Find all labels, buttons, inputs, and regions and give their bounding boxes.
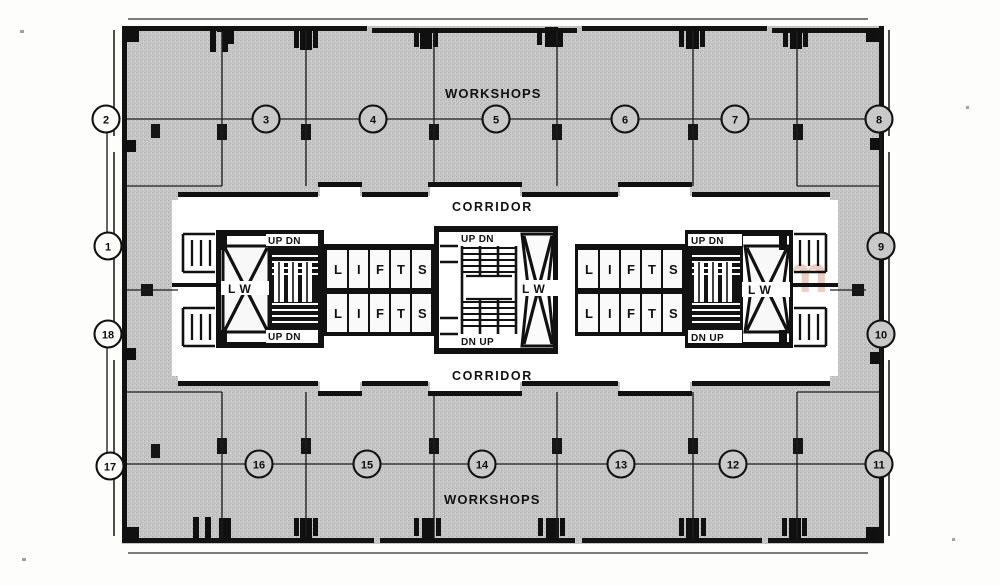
svg-text:L: L (334, 306, 342, 321)
grid-bubble-12: 12 (718, 449, 748, 479)
label-workshops-bottom: WORKSHOPS (444, 492, 541, 507)
lobby-left-fins (190, 240, 212, 340)
lobby-left-services (181, 232, 215, 348)
lobby-left-duct (219, 236, 227, 343)
stair-label-right-top: UP DN (691, 236, 724, 247)
svg-text:L: L (585, 306, 593, 321)
svg-text:7: 7 (732, 115, 738, 127)
grid-bubble-1: 1 (93, 231, 123, 261)
core-left: L W (172, 230, 324, 348)
svg-text:T: T (397, 262, 405, 277)
lift-label-left-upper: L I F T S (334, 262, 427, 277)
grid-bubble-18: 18 (93, 319, 123, 349)
svg-text:12: 12 (727, 460, 739, 472)
stair-label-left-bottom: UP DN (268, 332, 301, 343)
lobby-right-duct (779, 236, 787, 343)
lightwell-label-left: L W (228, 282, 251, 296)
svg-text:13: 13 (615, 460, 627, 472)
svg-text:S: S (418, 262, 427, 277)
lift-bank-left: L I F T S L I F T S (324, 244, 466, 336)
lift-label-right-upper: L I F T S (585, 262, 678, 277)
svg-text:F: F (376, 306, 384, 321)
room-labels: WORKSHOPS WORKSHOPS CORRIDOR CORRIDOR (444, 86, 542, 507)
label-corridor-bottom: CORRIDOR (452, 369, 533, 383)
lift-bank-right: L I F T S L I F T S (575, 244, 685, 336)
core-center-left-stubs (440, 244, 458, 336)
svg-text:8: 8 (876, 115, 882, 127)
stair-treads-center (462, 246, 516, 328)
label-corridor-top: CORRIDOR (452, 200, 533, 214)
svg-text:S: S (418, 306, 427, 321)
svg-text:S: S (669, 306, 678, 321)
svg-text:F: F (627, 306, 635, 321)
grid-bubble-15: 15 (352, 449, 382, 479)
svg-text:L: L (334, 262, 342, 277)
svg-text:S: S (669, 262, 678, 277)
core-band-outline (178, 182, 830, 396)
svg-text:16: 16 (253, 460, 265, 472)
lightwell-label-center: L W (522, 282, 545, 296)
svg-text:5: 5 (493, 115, 499, 127)
grid-bubble-13: 13 (606, 449, 636, 479)
svg-text:15: 15 (361, 460, 373, 472)
svg-text:T: T (397, 306, 405, 321)
svg-text:2: 2 (103, 115, 109, 127)
grid-bubble-8: 8 (864, 104, 894, 134)
svg-text:10: 10 (875, 330, 887, 342)
grid-bubble-9: 9 (866, 231, 896, 261)
svg-text:F: F (627, 262, 635, 277)
stair-label-right-bottom: DN UP (691, 333, 724, 344)
stair-label-left-top: UP DN (268, 236, 301, 247)
svg-text:1: 1 (105, 242, 111, 254)
lift-label-right-lower: L I F T S (585, 306, 678, 321)
stair-label-center-bottom: DN UP (461, 337, 494, 348)
svg-text:I: I (608, 262, 612, 277)
grid-bubble-5: 5 (481, 104, 511, 134)
svg-text:T: T (648, 262, 656, 277)
lift-label-left-lower: L I F T S (334, 306, 427, 321)
core-center: UP DN DN UP L W (434, 226, 560, 354)
perimeter-columns-top (126, 27, 879, 52)
svg-text:I: I (608, 306, 612, 321)
grid-bubble-6: 6 (610, 104, 640, 134)
stair-label-center-top: UP DN (461, 234, 494, 245)
grid-bubble-3: 3 (251, 104, 281, 134)
grid-bubble-2: 2 (91, 104, 121, 134)
svg-text:4: 4 (370, 115, 377, 127)
svg-text:3: 3 (263, 115, 269, 127)
grid-reference-bubbles: 2 3 4 5 6 7 8 (91, 104, 896, 481)
svg-text:17: 17 (104, 462, 116, 474)
core-right: L W UP DN DN UP (685, 230, 838, 348)
grid-bubble-14: 14 (467, 449, 497, 479)
svg-text:14: 14 (476, 460, 489, 472)
grid-bubble-16: 16 (244, 449, 274, 479)
svg-text:18: 18 (102, 330, 114, 342)
svg-text:I: I (357, 262, 361, 277)
grid-bubble-10: 10 (866, 319, 896, 349)
svg-text:9: 9 (878, 242, 884, 254)
lobby-right-fins (798, 240, 820, 340)
grid-bubble-17: 17 (95, 451, 125, 481)
lightwell-label-right: L W (748, 283, 771, 297)
label-workshops-top: WORKSHOPS (445, 86, 542, 101)
svg-text:11: 11 (873, 460, 885, 472)
svg-text:I: I (357, 306, 361, 321)
svg-text:L: L (585, 262, 593, 277)
grid-bubble-7: 7 (720, 104, 750, 134)
grid-bubble-11: 11 (864, 449, 894, 479)
svg-text:T: T (648, 306, 656, 321)
svg-text:F: F (376, 262, 384, 277)
grid-bubble-4: 4 (358, 104, 388, 134)
svg-text:6: 6 (622, 115, 628, 127)
lobby-right-services (794, 232, 828, 348)
scan-artifacts (20, 30, 969, 561)
